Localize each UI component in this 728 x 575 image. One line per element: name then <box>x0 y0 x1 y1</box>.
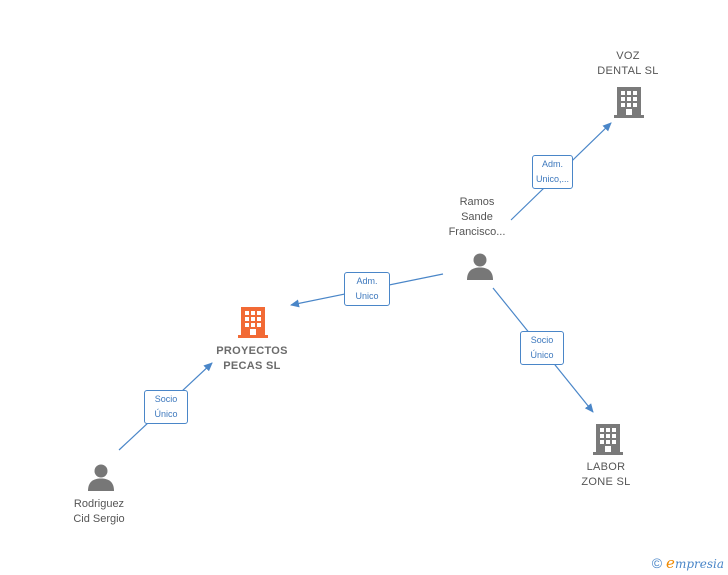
node-label-rodriguez[interactable]: Rodriguez Cid Sergio <box>54 497 144 527</box>
node-label-ramos[interactable]: Ramos Sande Francisco... <box>432 195 522 240</box>
building-icon[interactable] <box>592 422 624 456</box>
node-label-line: DENTAL SL <box>597 65 659 77</box>
person-icon[interactable] <box>86 462 116 492</box>
node-label-proyectos-pecas[interactable]: PROYECTOS PECAS SL <box>201 344 303 374</box>
edge-label-line: Único <box>154 409 178 419</box>
person-icon[interactable] <box>465 251 495 281</box>
edge-label-line: Unico,... <box>536 174 570 184</box>
building-icon[interactable] <box>237 305 269 339</box>
edge-label-rodriguez-proyectos[interactable]: Socio Único <box>144 390 188 424</box>
node-label-labor-zone[interactable]: LABOR ZONE SL <box>566 460 646 490</box>
node-label-line: PECAS SL <box>223 360 281 372</box>
edge-label-line: Adm. <box>542 159 564 169</box>
edge-label-ramos-voz[interactable]: Adm. Unico,... <box>532 155 574 189</box>
building-icon[interactable] <box>613 85 645 119</box>
node-label-line: Sande <box>461 211 493 223</box>
footer-brand[interactable]: © empresia <box>652 554 724 572</box>
node-label-line: VOZ <box>616 50 640 62</box>
node-label-line: ZONE SL <box>581 476 631 488</box>
node-label-voz-dental[interactable]: VOZ DENTAL SL <box>588 49 668 79</box>
edge-label-line: Adm. <box>356 276 378 286</box>
node-label-line: Ramos <box>459 196 495 208</box>
node-label-line: PROYECTOS <box>216 345 288 357</box>
edge-label-line: Socio <box>530 335 554 345</box>
edge-label-ramos-proyectos[interactable]: Adm. Unico <box>344 272 390 306</box>
node-label-line: Rodriguez <box>73 498 125 510</box>
brand-logo: empresia <box>666 554 724 572</box>
edge-label-line: Socio <box>154 394 178 404</box>
copyright-icon: © <box>651 555 663 571</box>
edge-label-line: Unico <box>355 291 379 301</box>
edge-label-line: Único <box>530 350 554 360</box>
node-label-line: Francisco... <box>448 226 506 238</box>
edge-label-ramos-labor[interactable]: Socio Único <box>520 331 564 365</box>
node-label-line: Cid Sergio <box>73 513 125 525</box>
node-label-line: LABOR <box>586 461 626 473</box>
